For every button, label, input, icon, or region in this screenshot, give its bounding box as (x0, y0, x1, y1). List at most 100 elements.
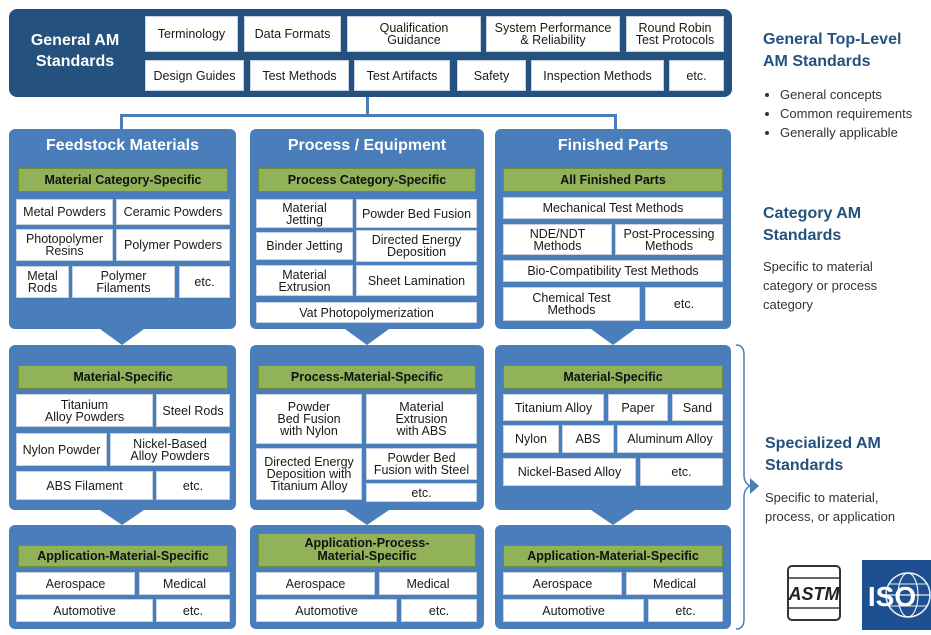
material-extrusion-box: Material Extrusion (256, 265, 353, 296)
feedstock-application-etc-box: etc. (156, 599, 230, 622)
terminology-box: Terminology (145, 16, 238, 52)
inspection-methods-box: Inspection Methods (531, 60, 664, 91)
pbf-nylon-box: Powder Bed Fusion with Nylon (256, 394, 362, 444)
safety-box: Safety (457, 60, 526, 91)
all-finished-parts-header: All Finished Parts (503, 168, 723, 192)
pbf-steel-box: Powder Bed Fusion with Steel (366, 448, 477, 480)
feedstock-category-etc-box: etc. (179, 266, 230, 298)
arrow-down-finished-1 (591, 329, 635, 345)
abs-box: ABS (562, 425, 614, 453)
system-performance-box: System Performance & Reliability (486, 16, 620, 52)
qualification-guidance-box: Qualification Guidance (347, 16, 481, 52)
finished-application-header: Application-Material-Specific (503, 545, 723, 567)
material-specific-header: Material-Specific (18, 365, 228, 389)
chemical-test-methods-box: Chemical Test Methods (503, 287, 640, 321)
finished-automotive-box: Automotive (503, 599, 644, 622)
arrow-down-process-2 (345, 510, 389, 525)
data-formats-box: Data Formats (244, 16, 341, 52)
arrow-down-finished-2 (591, 510, 635, 525)
sand-box: Sand (672, 394, 723, 421)
sheet-lamination-box: Sheet Lamination (356, 265, 477, 296)
nickel-based-alloy-powders-box: Nickel-Based Alloy Powders (110, 433, 230, 466)
process-medical-box: Medical (379, 572, 477, 595)
polymer-filaments-box: Polymer Filaments (72, 266, 175, 298)
process-aerospace-box: Aerospace (256, 572, 375, 595)
finished-specific-etc-box: etc. (640, 458, 723, 486)
general-bullet-list: General concepts Common requirements Gen… (763, 85, 931, 142)
process-material-specific-header: Process-Material-Specific (258, 365, 476, 389)
finished-material-specific-header: Material-Specific (503, 365, 723, 389)
process-category-header: Process Category-Specific (258, 168, 476, 192)
vat-photopolymerization-box: Vat Photopolymerization (256, 302, 477, 323)
specialized-bracket (735, 344, 759, 630)
bullet-item: Common requirements (780, 104, 931, 123)
metal-rods-box: Metal Rods (16, 266, 69, 298)
polymer-powders-box: Polymer Powders (116, 229, 230, 261)
category-am-heading: Category AM Standards (763, 205, 862, 244)
finished-category-etc-box: etc. (645, 287, 723, 321)
category-am-description: Specific to material category or process… (763, 259, 878, 312)
general-top-level-heading: General Top-Level AM Standards (763, 31, 902, 70)
metal-powders-box: Metal Powders (16, 199, 113, 225)
finished-aerospace-box: Aerospace (503, 572, 622, 595)
feedstock-title: Feedstock Materials (46, 137, 199, 154)
bio-compatibility-box: Bio-Compatibility Test Methods (503, 260, 723, 282)
test-methods-box: Test Methods (250, 60, 349, 91)
iso-logo: ISO (862, 560, 931, 630)
connector-feedstock (120, 114, 123, 130)
test-artifacts-box: Test Artifacts (354, 60, 450, 91)
arrow-down-feedstock-1 (100, 329, 144, 345)
design-guides-box: Design Guides (145, 60, 244, 91)
steel-rods-box: Steel Rods (156, 394, 230, 427)
round-robin-box: Round Robin Test Protocols (626, 16, 724, 52)
feedstock-automotive-box: Automotive (16, 599, 153, 622)
arrow-down-process-1 (345, 329, 389, 345)
binder-jetting-box: Binder Jetting (256, 232, 353, 260)
finished-medical-box: Medical (626, 572, 723, 595)
specialized-am-heading: Specialized AM Standards (765, 435, 881, 474)
feedstock-medical-box: Medical (139, 572, 230, 595)
abs-filament-box: ABS Filament (16, 471, 153, 500)
process-title: Process / Equipment (287, 137, 447, 154)
material-category-header: Material Category-Specific (18, 168, 228, 192)
process-specific-etc-box: etc. (366, 483, 477, 502)
specialized-am-description: Specific to material, process, or applic… (765, 490, 896, 524)
bullet-item: Generally applicable (780, 123, 931, 142)
titanium-alloy-powders-box: Titanium Alloy Powders (16, 394, 153, 427)
material-jetting-box: Material Jetting (256, 199, 353, 228)
aluminum-alloy-box: Aluminum Alloy (617, 425, 723, 453)
nylon-box: Nylon (503, 425, 559, 453)
finished-title: Finished Parts (557, 137, 669, 154)
svg-text:ASTM: ASTM (788, 584, 841, 604)
feedstock-application-header: Application-Material-Specific (18, 545, 228, 567)
svg-text:ISO: ISO (868, 581, 916, 612)
feedstock-aerospace-box: Aerospace (16, 572, 135, 595)
connector-horizontal (120, 114, 617, 117)
powder-bed-fusion-box: Powder Bed Fusion (356, 199, 477, 228)
photopolymer-resins-box: Photopolymer Resins (16, 229, 113, 261)
post-processing-methods-box: Post-Processing Methods (615, 224, 723, 255)
nickel-based-alloy-box: Nickel-Based Alloy (503, 458, 636, 486)
extrusion-abs-box: Material Extrusion with ABS (366, 394, 477, 444)
nylon-powder-box: Nylon Powder (16, 433, 107, 466)
process-panel (250, 129, 484, 329)
process-application-etc-box: etc. (401, 599, 477, 622)
general-am-standards-title: General AM Standards (30, 32, 120, 70)
etc-box: etc. (669, 60, 724, 91)
process-application-header: Application-Process- Material-Specific (258, 533, 476, 567)
mechanical-test-methods-box: Mechanical Test Methods (503, 197, 723, 219)
process-automotive-box: Automotive (256, 599, 397, 622)
connector-vertical (366, 97, 369, 115)
finished-application-etc-box: etc. (648, 599, 723, 622)
paper-box: Paper (608, 394, 668, 421)
directed-energy-deposition-box: Directed Energy Deposition (356, 230, 477, 262)
arrow-down-feedstock-2 (100, 510, 144, 525)
bullet-item: General concepts (780, 85, 931, 104)
ded-titanium-box: Directed Energy Deposition with Titanium… (256, 448, 362, 500)
nde-ndt-methods-box: NDE/NDT Methods (503, 224, 612, 255)
titanium-alloy-box: Titanium Alloy (503, 394, 604, 421)
astm-logo: ASTM (782, 562, 862, 630)
ceramic-powders-box: Ceramic Powders (116, 199, 230, 225)
feedstock-specific-etc-box: etc. (156, 471, 230, 500)
connector-finished (614, 114, 617, 130)
